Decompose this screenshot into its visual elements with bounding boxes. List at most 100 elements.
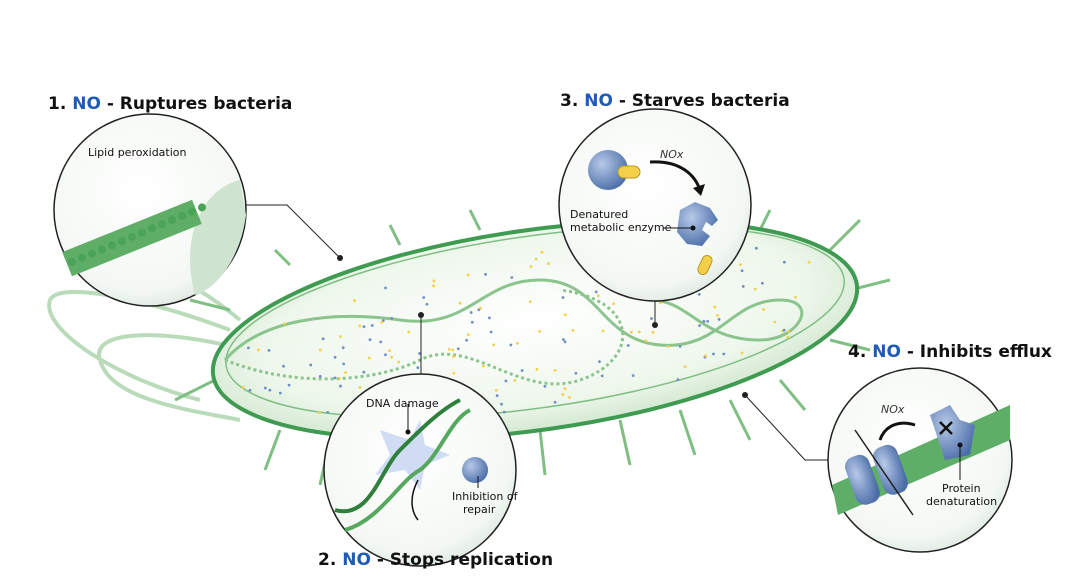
lipid-head bbox=[98, 245, 106, 254]
particle bbox=[384, 353, 387, 357]
particle bbox=[540, 250, 544, 254]
particle bbox=[492, 343, 496, 347]
particle bbox=[278, 391, 282, 395]
particle bbox=[553, 368, 557, 372]
lipid-head bbox=[118, 237, 126, 245]
particle bbox=[782, 328, 786, 332]
particle bbox=[561, 338, 565, 341]
particle bbox=[489, 330, 493, 334]
particle bbox=[510, 276, 514, 279]
particle bbox=[362, 370, 366, 374]
particle bbox=[318, 374, 322, 378]
particle bbox=[388, 349, 391, 353]
lipid-head bbox=[188, 207, 196, 216]
particle bbox=[287, 383, 291, 387]
particle bbox=[637, 330, 641, 334]
particle bbox=[338, 377, 341, 381]
particle bbox=[339, 335, 342, 338]
particle bbox=[568, 396, 571, 399]
particle bbox=[370, 324, 374, 327]
particle bbox=[318, 348, 322, 352]
inhibition-label-line2: repair bbox=[463, 503, 496, 516]
particle bbox=[504, 379, 508, 383]
particle bbox=[528, 300, 532, 304]
bacterium-cell bbox=[210, 219, 860, 441]
particle bbox=[713, 305, 717, 309]
protein-label-line2: denaturation bbox=[926, 495, 998, 508]
particle bbox=[309, 363, 313, 367]
lipid-head bbox=[78, 253, 86, 262]
particle bbox=[380, 320, 384, 324]
particle bbox=[626, 344, 630, 347]
particle bbox=[563, 313, 567, 317]
particle bbox=[452, 355, 456, 358]
panel-2-lens bbox=[323, 373, 517, 567]
panel-4-title: 4. NO - Inhibits efflux bbox=[848, 342, 1052, 362]
lipid-head bbox=[68, 258, 76, 266]
particle bbox=[754, 246, 758, 250]
particle bbox=[283, 322, 286, 326]
particle bbox=[807, 260, 811, 264]
particle bbox=[698, 324, 701, 328]
particle bbox=[717, 317, 721, 321]
particle bbox=[342, 362, 346, 366]
particle bbox=[495, 394, 499, 398]
particle bbox=[740, 269, 744, 273]
particle bbox=[397, 360, 401, 364]
repair-protein-icon bbox=[462, 457, 488, 483]
particle bbox=[612, 302, 616, 306]
particle bbox=[339, 384, 342, 388]
protein-label-line1: Protein bbox=[942, 482, 981, 495]
particle bbox=[456, 347, 460, 351]
particle bbox=[561, 296, 565, 299]
enzyme-icon bbox=[588, 150, 628, 190]
particle bbox=[502, 410, 506, 414]
particle bbox=[353, 299, 356, 302]
denatured-enzyme-icon bbox=[677, 202, 718, 246]
particle bbox=[390, 316, 394, 320]
lipid-head bbox=[128, 232, 136, 241]
inhibition-label-line1: Inhibition of bbox=[452, 490, 518, 503]
lipid-head bbox=[108, 241, 116, 250]
lipid-head bbox=[158, 220, 166, 229]
particle bbox=[561, 393, 565, 396]
denatured-label-line1: Denatured bbox=[570, 208, 629, 221]
particle bbox=[268, 388, 272, 392]
particle bbox=[740, 351, 744, 355]
particle bbox=[452, 371, 456, 375]
lipid-head bbox=[88, 249, 96, 258]
particle bbox=[321, 337, 325, 341]
particle bbox=[484, 272, 487, 276]
particle bbox=[416, 366, 420, 370]
particle bbox=[481, 364, 485, 368]
particle bbox=[520, 369, 524, 372]
particle bbox=[712, 352, 715, 356]
denatured-label-line2: metabolic enzyme bbox=[570, 221, 672, 234]
particle bbox=[741, 285, 745, 288]
dna-strands bbox=[223, 278, 804, 386]
connector-lines bbox=[245, 204, 830, 461]
lipid-peroxidation-label: Lipid peroxidation bbox=[88, 146, 187, 159]
particle bbox=[466, 333, 470, 337]
particle bbox=[469, 311, 473, 314]
particle bbox=[516, 341, 519, 345]
particle bbox=[760, 281, 764, 285]
particle bbox=[534, 257, 538, 261]
particle bbox=[667, 345, 670, 348]
particle bbox=[418, 352, 421, 355]
particle bbox=[753, 287, 757, 291]
particle bbox=[318, 411, 321, 415]
panel-1-title: 1. NO - Ruptures bacteria bbox=[48, 94, 293, 114]
particle bbox=[786, 335, 790, 339]
particle bbox=[716, 313, 719, 317]
particle bbox=[466, 273, 470, 277]
particle bbox=[722, 352, 726, 356]
particle bbox=[263, 386, 267, 390]
particle bbox=[704, 354, 708, 358]
lipid-head bbox=[198, 203, 206, 212]
particle bbox=[256, 348, 260, 352]
particle bbox=[241, 385, 245, 389]
denatured-pump-icon bbox=[930, 405, 975, 460]
particle bbox=[535, 367, 539, 371]
